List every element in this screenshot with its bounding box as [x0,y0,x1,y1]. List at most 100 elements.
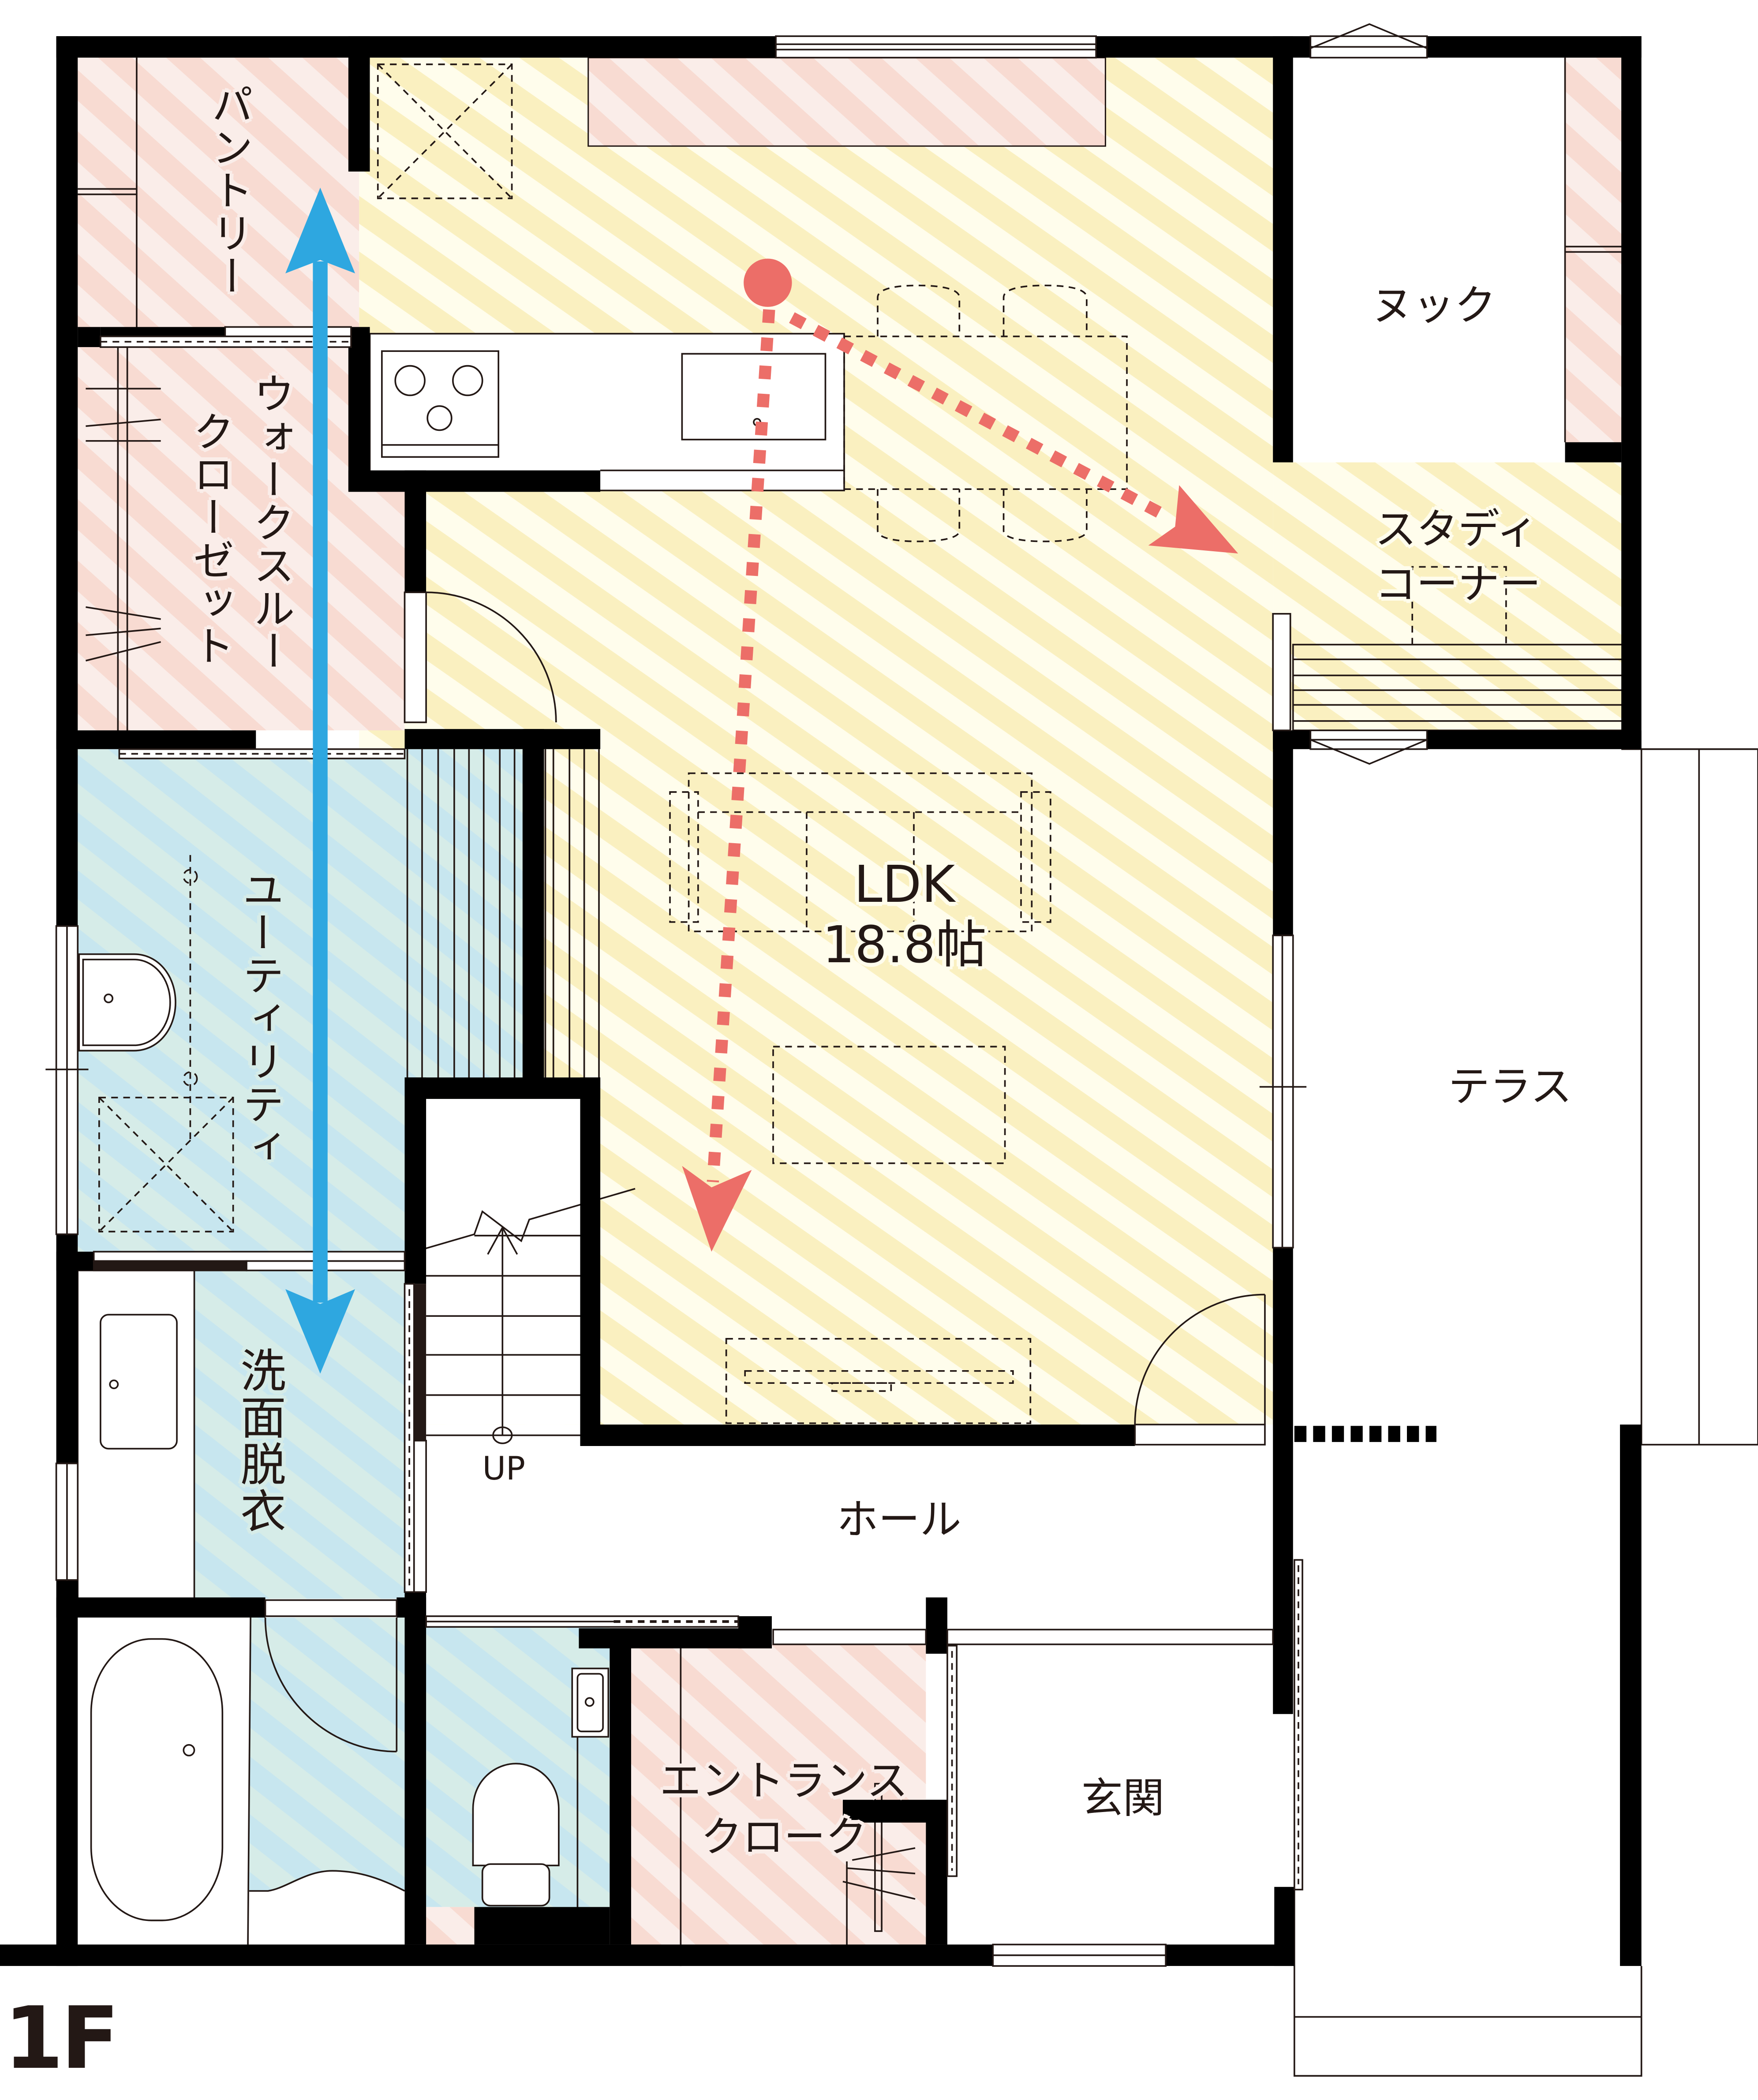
study-corner-label-line1: スタディ [1375,506,1538,554]
dining-chair [1002,489,1088,542]
vanity-basin [100,1314,178,1450]
bathtub [90,1638,224,1921]
wall [1620,1424,1642,1966]
arrow-down-icon [682,1166,752,1252]
viewpoint-dot [744,258,792,307]
bath-floor [249,1617,405,1891]
wall [738,1616,772,1648]
hanger-mark [852,1847,916,1861]
wall [348,327,370,491]
bath-door-swing [264,1617,397,1752]
sightline-dotted [707,309,775,1183]
utility-sink-basin [82,959,171,1046]
washroom-label: 洗面脱衣 [232,1347,286,1535]
walls [0,36,1642,1966]
coffee-table [772,1046,1006,1164]
openings [45,23,1436,1967]
fixtures [77,57,1758,2077]
sink-drain-icon [584,1697,595,1707]
wall [56,36,78,926]
hanger-mark [86,606,161,620]
entrance-cloak-label-line2: クローク [700,1814,867,1862]
wall [404,470,426,593]
wall [474,1907,610,1945]
hall-label: ホール [837,1496,961,1545]
dining-chair [1002,284,1088,336]
closet-door-swing [426,591,557,722]
window [775,35,1097,59]
window-projection [1310,23,1428,49]
bathtub-drain-icon [183,1744,195,1756]
bath-divider [247,1617,251,1945]
kitchen-sink [681,353,827,441]
bath-floor-edge [249,1870,405,1892]
wall [78,327,101,348]
ldk-area-label: 18.8帖 [822,915,987,975]
entrance-cloak-label-line1: エントランス [659,1757,908,1806]
nook-shelf [1565,57,1622,442]
washing-machine [98,1097,234,1233]
wall [1273,1248,1293,1714]
stair-start-icon [492,1426,513,1444]
sink-drain-icon [104,994,114,1003]
hanger-mark [842,1880,916,1900]
washroom-sliding-door [93,1251,406,1262]
door-sill [1134,1424,1266,1446]
faucet-icon [183,1071,198,1087]
wall [926,1597,947,1654]
hanger-mark [86,419,161,427]
dining-chair [877,489,961,542]
hanger-mark [846,1867,916,1875]
sink-drain-icon [109,1379,119,1390]
walk-through-closet-label-line2: クローゼット [185,410,233,668]
nook-floor [1293,57,1565,463]
burner-icon [394,365,426,396]
wall [1274,1887,1294,1966]
nook-label: ヌック [1371,282,1496,331]
entrance-label: 玄関 [1081,1775,1165,1823]
wall [348,36,370,172]
wall [1621,36,1642,749]
wall [610,1628,631,1945]
door-jamb [413,1439,427,1593]
stairs [368,749,636,1444]
study-corner-floor [1273,462,1622,731]
wall [580,1077,601,1446]
wall [1565,442,1622,463]
ldk-label: LDK [854,855,955,914]
toilet-tank [481,1863,550,1907]
wall [56,1597,266,1618]
hanger-mark [86,628,161,636]
wall [580,1424,1135,1446]
arrow-up-icon [285,187,355,273]
wall [1427,36,1642,58]
upper-cabinet [587,57,1106,147]
wall [56,1234,78,1464]
refrigerator-cross [377,64,512,199]
wall [56,36,776,58]
tv-base [831,1382,892,1392]
wall [1273,730,1311,749]
study-corner-label-line2: コーナー [1375,560,1541,609]
cloak-pole [874,1782,883,1932]
wall [1427,730,1642,749]
faucet-icon [183,869,198,884]
wall [404,729,601,749]
washroom-floor [194,1270,405,1599]
sofa-arm [1020,791,1051,923]
wall [1273,36,1293,463]
closet-door-leaf [404,591,427,723]
wall [1166,1944,1294,1966]
wall [414,1284,426,1441]
ldk-door-swing [1134,1293,1265,1425]
washing-machine-cross [98,1097,234,1233]
burner-icon [426,405,453,431]
floor-label: 1F [4,1990,120,2089]
wall [56,730,256,749]
window-projection [1310,739,1428,765]
study-desk [1411,566,1507,645]
pantry-floor [78,57,359,327]
furniture-outlines [98,64,1507,1424]
